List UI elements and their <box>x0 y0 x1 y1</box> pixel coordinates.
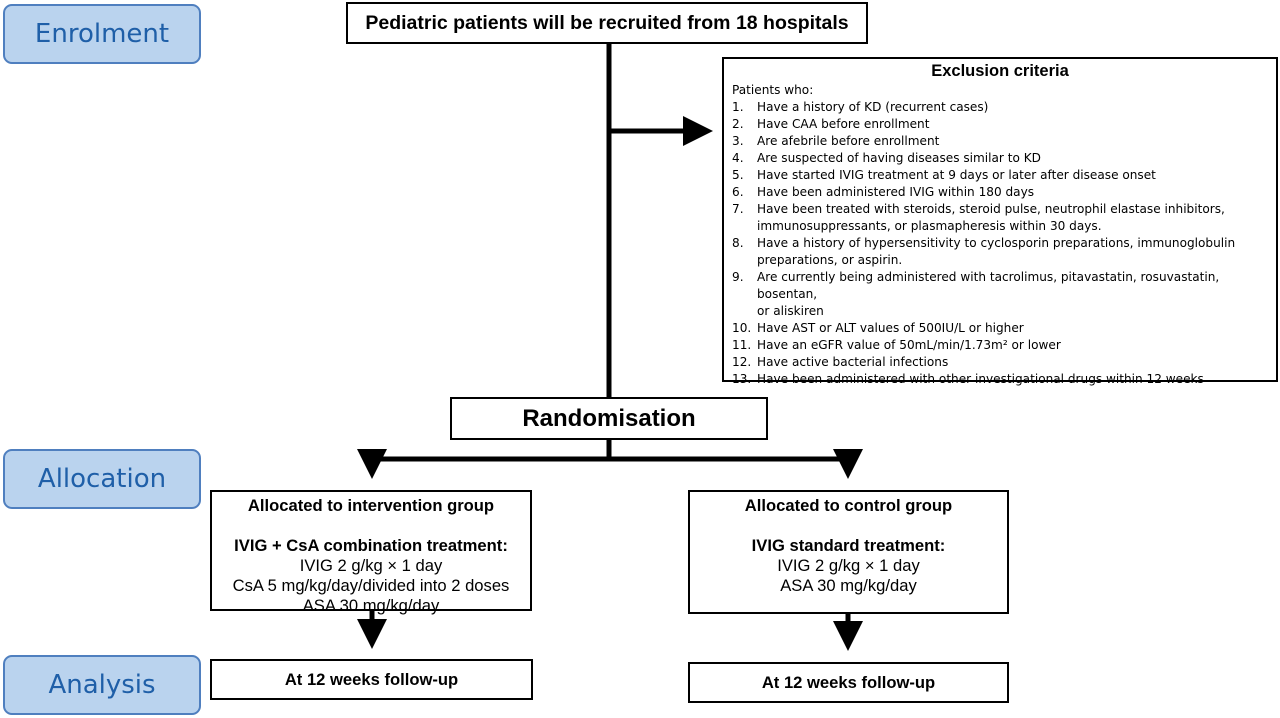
intervention-treatment: IVIG + CsA combination treatment: <box>234 536 508 555</box>
stage-label-analysis: Analysis <box>3 655 201 715</box>
exclusion-item: 6. Have been administered IVIG within 180… <box>732 184 1268 201</box>
intervention-line: IVIG 2 g/kg × 1 day <box>299 556 443 575</box>
exclusion-item: preparations, or aspirin. <box>732 252 1268 269</box>
exclusion-item: 11. Have an eGFR value of 50mL/min/1.73m²… <box>732 337 1268 354</box>
exclusion-item-text: Have CAA before enrollment <box>757 117 930 131</box>
exclusion-item: immunosuppressants, or plasmapheresis wi… <box>732 218 1268 235</box>
control-heading: Allocated to control group <box>744 496 953 515</box>
exclusion-item-text: preparations, or aspirin. <box>757 253 903 267</box>
exclusion-item-text: Have an eGFR value of 50mL/min/1.73m² or… <box>757 338 1061 352</box>
exclusion-item: 13. Have been administered with other inv… <box>732 371 1268 388</box>
exclusion-item-number: 13. <box>732 372 752 386</box>
intervention-group-box: Allocated to intervention group IVIG + C… <box>210 490 532 615</box>
exclusion-item: 8. Have a history of hypersensitivity to … <box>732 235 1268 252</box>
exclusion-item-text: Are currently being administered with ta… <box>757 270 1220 301</box>
exclusion-item: 5. Have started IVIG treatment at 9 days … <box>732 167 1268 184</box>
exclusion-item-number <box>732 303 757 320</box>
control-treatment: IVIG standard treatment: <box>751 536 946 555</box>
exclusion-item-number: 2. <box>732 117 744 131</box>
exclusion-item-text: Have AST or ALT values of 500IU/L or hig… <box>757 321 1024 335</box>
exclusion-item-text: immunosuppressants, or plasmapheresis wi… <box>757 219 1102 233</box>
exclusion-criteria-box: Exclusion criteria Patients who: 1. Have … <box>722 57 1278 386</box>
exclusion-item-text: Have active bacterial infections <box>757 355 949 369</box>
exclusion-intro: Patients who: <box>732 83 814 97</box>
intervention-line: CsA 5 mg/kg/day/divided into 2 doses <box>232 576 510 595</box>
exclusion-item-number: 3. <box>732 134 744 148</box>
exclusion-item-text: Have started IVIG treatment at 9 days or… <box>757 168 1156 182</box>
exclusion-item: 7. Have been treated with steroids, stero… <box>732 201 1268 218</box>
exclusion-item-text: Have a history of hypersensitivity to cy… <box>757 236 1236 250</box>
control-line: ASA 30 mg/kg/day <box>780 576 917 595</box>
recruitment-box: Pediatric patients will be recruited fro… <box>346 2 868 44</box>
exclusion-item: 3. Are afebrile before enrollment <box>732 133 1268 150</box>
exclusion-item-number: 9. <box>732 270 744 284</box>
exclusion-item: 2. Have CAA before enrollment <box>732 116 1268 133</box>
exclusion-item-text: Have a history of KD (recurrent cases) <box>757 100 989 114</box>
exclusion-item-text: Are afebrile before enrollment <box>757 134 940 148</box>
intervention-heading: Allocated to intervention group <box>247 496 495 515</box>
exclusion-item-number: 12. <box>732 355 752 369</box>
intervention-line: ASA 30 mg/kg/day <box>302 596 440 615</box>
exclusion-item-text: or aliskiren <box>757 304 824 318</box>
exclusion-item-text: Are suspected of having diseases similar… <box>757 151 1041 165</box>
exclusion-item-text: Have been treated with steroids, steroid… <box>757 202 1225 216</box>
intervention-followup-box: At 12 weeks follow-up <box>210 659 533 700</box>
stage-label-enrolment: Enrolment <box>3 4 201 64</box>
randomisation-box: Randomisation <box>450 397 768 440</box>
exclusion-item-number: 8. <box>732 236 744 250</box>
exclusion-item-number: 1. <box>732 100 744 114</box>
exclusion-item-text: Have been administered with other invest… <box>757 372 1204 386</box>
exclusion-item-number: 5. <box>732 168 744 182</box>
exclusion-item: 12. Have active bacterial infections <box>732 354 1268 371</box>
control-group-box: Allocated to control group IVIG standard… <box>688 490 1009 614</box>
exclusion-item-text: Have been administered IVIG within 180 d… <box>757 185 1035 199</box>
exclusion-item-number <box>732 252 757 269</box>
stage-label-allocation: Allocation <box>3 449 201 509</box>
control-followup-box: At 12 weeks follow-up <box>688 662 1009 703</box>
exclusion-item-number: 10. <box>732 321 752 335</box>
exclusion-item-number: 6. <box>732 185 744 199</box>
exclusion-item-number: 7. <box>732 202 744 216</box>
control-line: IVIG 2 g/kg × 1 day <box>777 556 920 575</box>
exclusion-item-number <box>732 218 757 235</box>
exclusion-list: 1. Have a history of KD (recurrent cases)… <box>732 99 1268 388</box>
exclusion-item: 9. Are currently being administered with … <box>732 269 1268 303</box>
exclusion-item: 4. Are suspected of having diseases simil… <box>732 150 1268 167</box>
exclusion-item: 10. Have AST or ALT values of 500IU/L or … <box>732 320 1268 337</box>
exclusion-item-number: 11. <box>732 338 752 352</box>
exclusion-title: Exclusion criteria <box>931 62 1069 80</box>
exclusion-item: or aliskiren <box>732 303 1268 320</box>
exclusion-item-number: 4. <box>732 151 744 165</box>
exclusion-item: 1. Have a history of KD (recurrent cases) <box>732 99 1268 116</box>
